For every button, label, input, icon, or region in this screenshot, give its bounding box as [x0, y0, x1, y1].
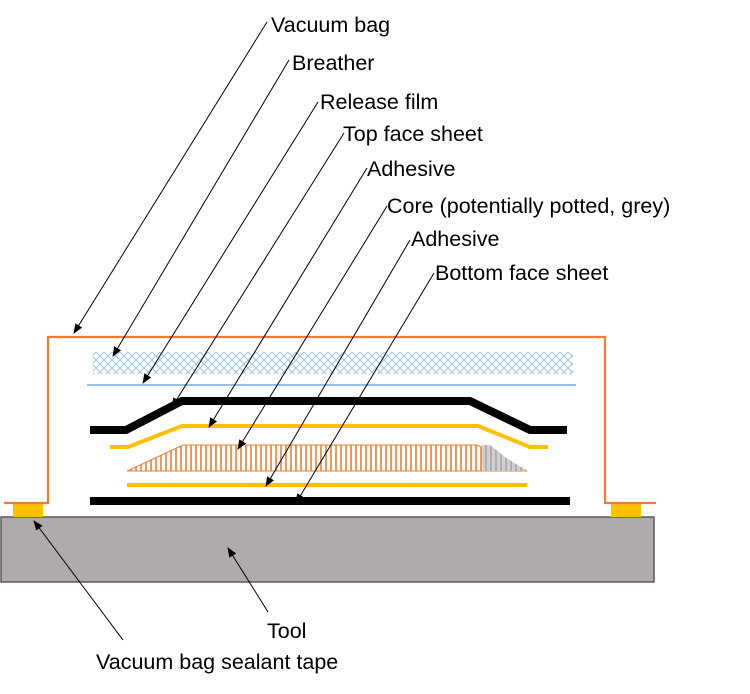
- label-bottom-face-sheet: Bottom face sheet: [435, 261, 608, 285]
- label-release-film: Release film: [320, 90, 438, 114]
- leader-adhesive-bottom: [265, 239, 411, 487]
- top-face-sheet: [90, 397, 567, 434]
- label-tool: Tool: [267, 619, 306, 643]
- label-core: Core (potentially potted, grey): [387, 194, 670, 218]
- label-sealant-tape: Vacuum bag sealant tape: [96, 650, 338, 674]
- label-vacuum-bag: Vacuum bag: [271, 13, 390, 37]
- sealant-tape-right: [611, 503, 641, 517]
- sealant-tape-left: [13, 503, 43, 517]
- core: [126, 444, 528, 472]
- leader-vacuum-bag: [73, 21, 268, 334]
- leader-tool: [227, 547, 269, 613]
- label-adhesive-top: Adhesive: [367, 157, 455, 181]
- leader-bottom-face-sheet: [295, 272, 435, 504]
- core-potted-region: [482, 445, 527, 471]
- label-adhesive-bottom: Adhesive: [411, 227, 499, 251]
- tool: [0, 516, 655, 583]
- vacuum-bag: [4, 335, 656, 505]
- leader-adhesive-top: [208, 167, 368, 428]
- breather: [93, 352, 573, 374]
- label-breather: Breather: [292, 51, 374, 75]
- leader-breather: [112, 59, 290, 357]
- leader-sealant-tape: [33, 520, 124, 641]
- adhesive-top: [110, 424, 548, 449]
- leader-release-film: [142, 101, 319, 384]
- label-top-face-sheet: Top face sheet: [343, 122, 483, 146]
- leader-core: [237, 205, 388, 450]
- leader-top-face-sheet: [171, 132, 345, 408]
